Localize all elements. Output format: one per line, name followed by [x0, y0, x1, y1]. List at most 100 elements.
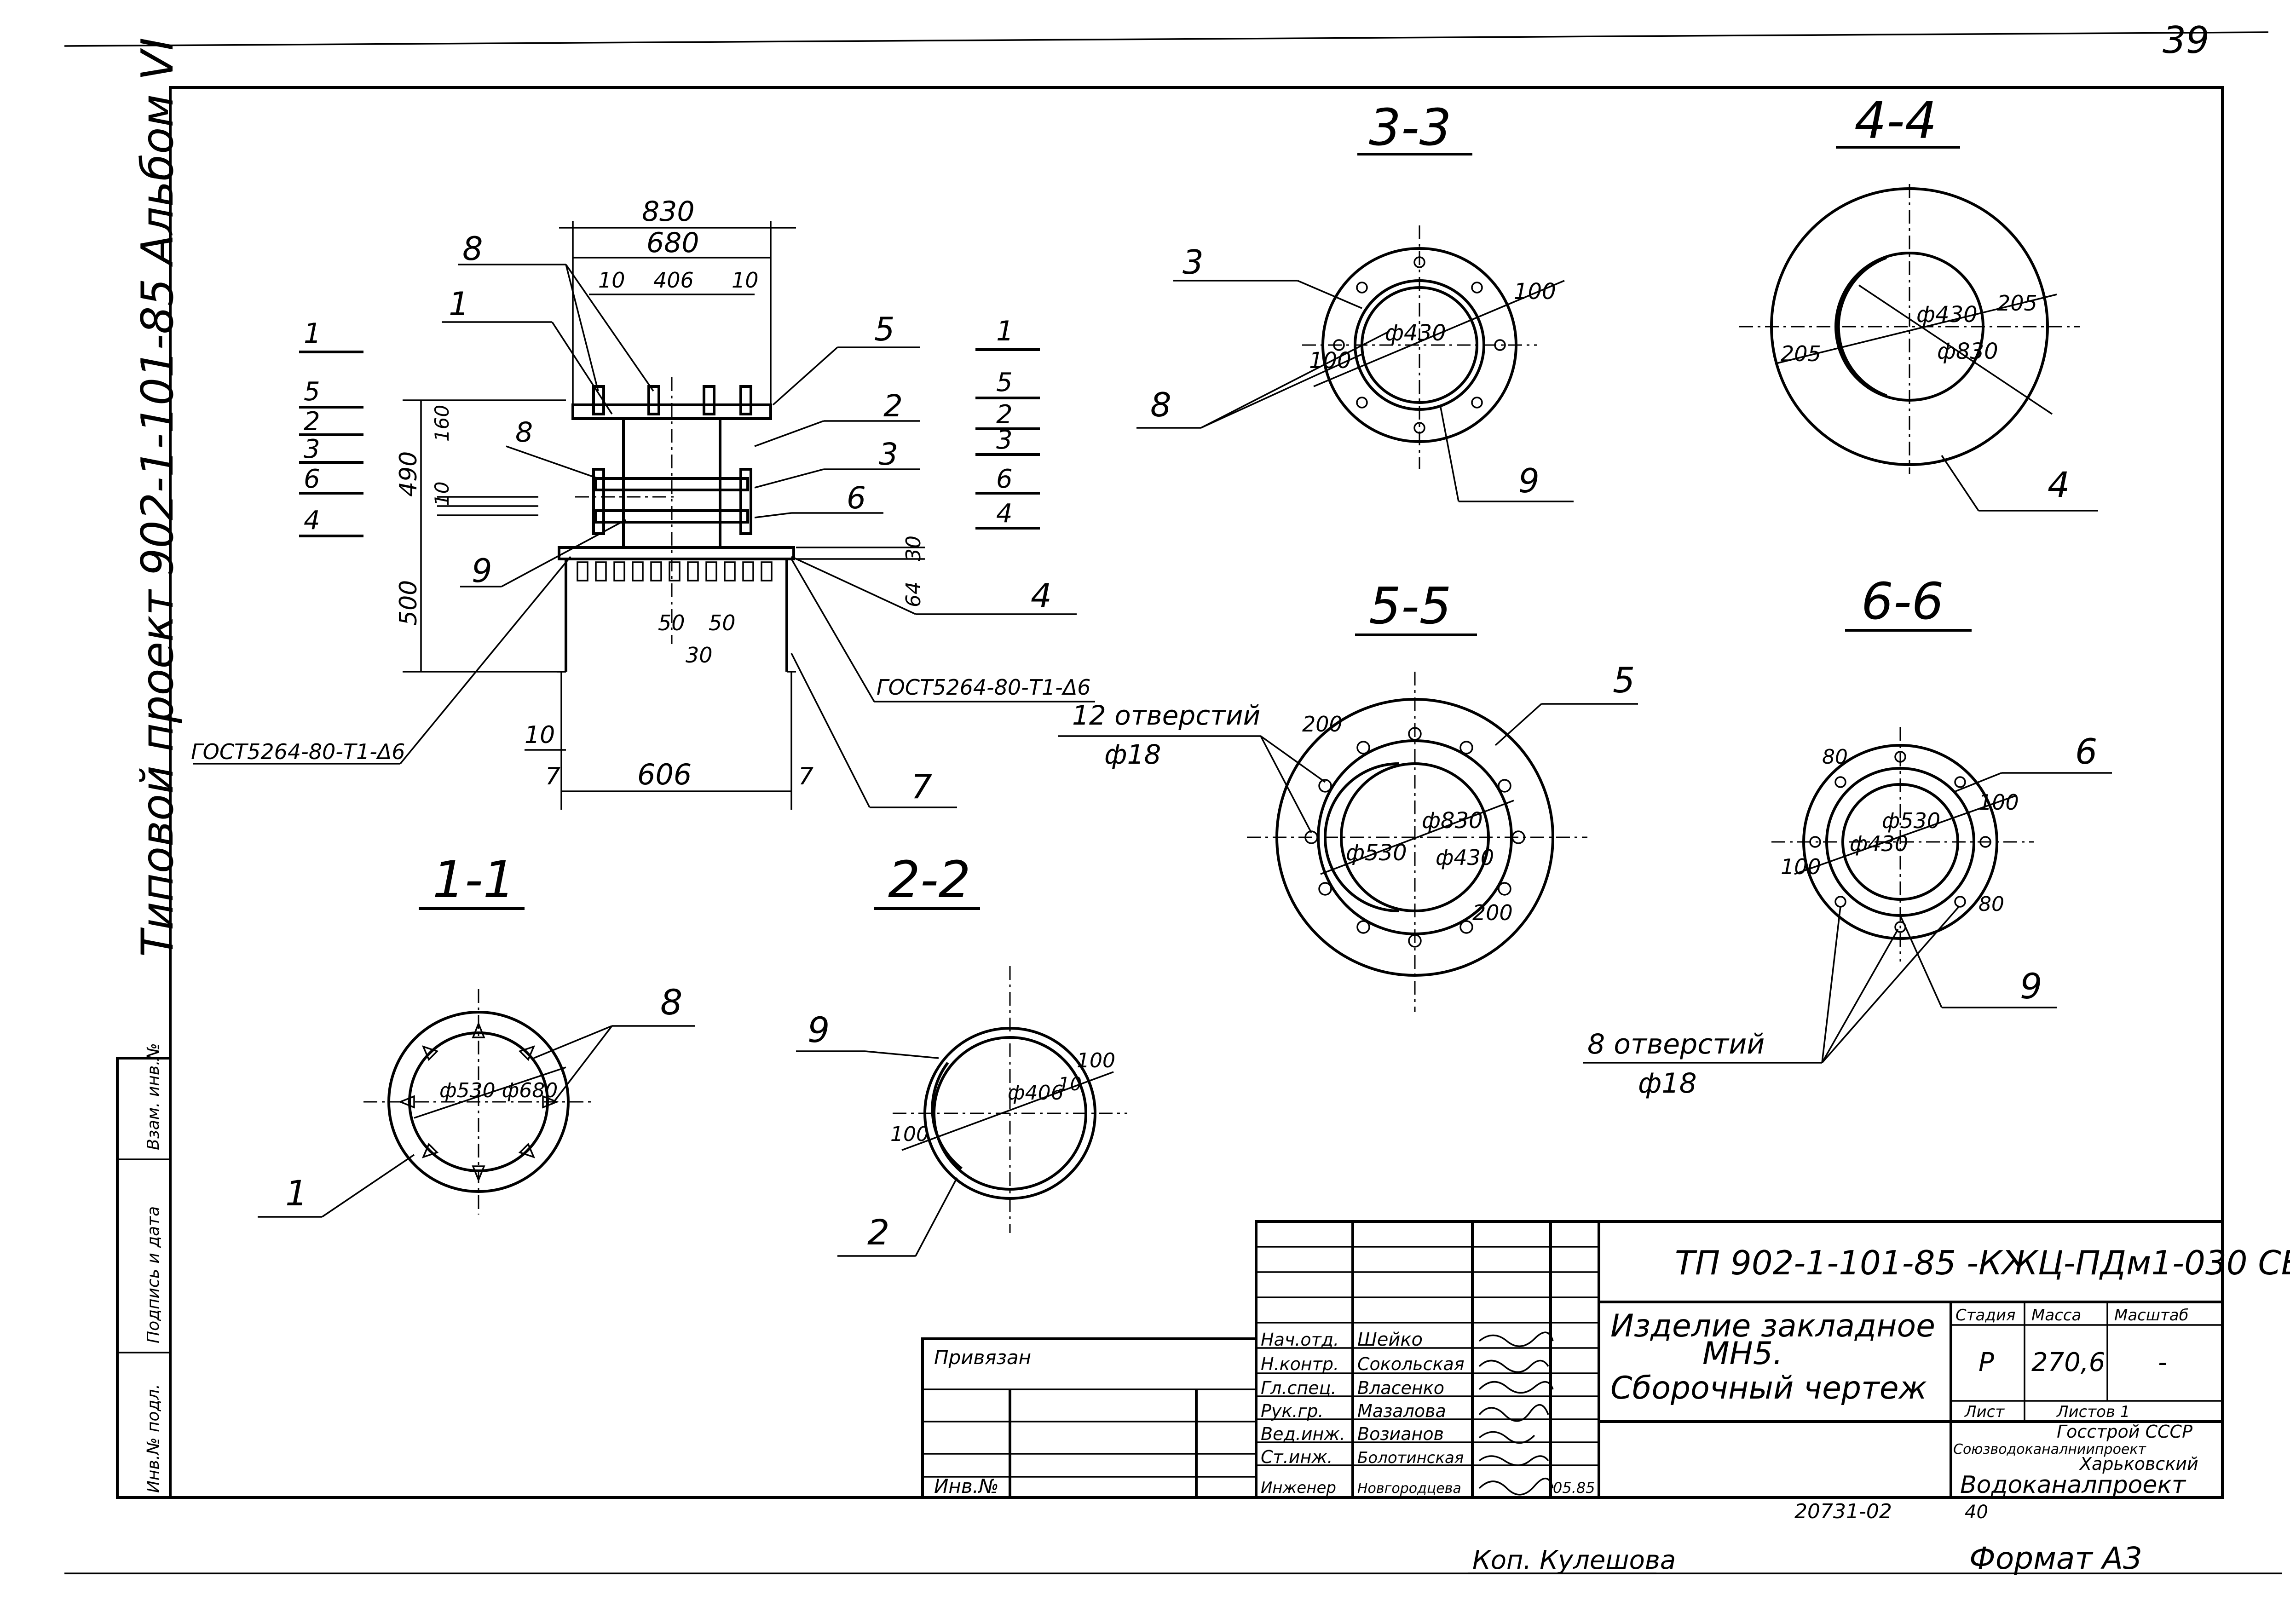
svg-text:Инженер: Инженер: [1261, 1479, 1336, 1497]
svg-text:Н.контр.: Н.контр.: [1261, 1354, 1339, 1374]
s66-d80-a: 80: [1822, 745, 1848, 769]
pos-3-main: 3: [879, 437, 898, 472]
svg-text:Шейко: Шейко: [1357, 1329, 1423, 1350]
s66-d100-a: 100: [1979, 790, 2019, 815]
signature: [1478, 1431, 1535, 1444]
s44-d205-b: 205: [1781, 341, 1821, 366]
section-1-1: 1-1 ф530 ф680 8 1: [258, 850, 695, 1218]
s33-pos-3: 3: [1182, 243, 1204, 282]
dim-490: 490: [395, 451, 422, 497]
s66-holes: 8 отверстий: [1587, 1028, 1765, 1060]
dim-64: 64: [902, 582, 925, 607]
svg-text:5: 5: [996, 368, 1013, 397]
section-title-5-5: 5-5: [1369, 576, 1452, 635]
tb-stage: Р: [1979, 1348, 1994, 1377]
section-title-3-3: 3-3: [1369, 98, 1452, 157]
s33-pos-8: 8: [1150, 386, 1171, 424]
tb-mark: МН5.: [1702, 1336, 1783, 1372]
dim-606: 606: [637, 758, 692, 791]
bottom-code-2: 40: [1965, 1502, 1988, 1523]
pos-9-main: 9: [472, 552, 492, 590]
svg-text:Гл.спец.: Гл.спец.: [1261, 1378, 1337, 1398]
pos-2-main: 2: [883, 388, 903, 424]
s33-pos-9: 9: [1518, 461, 1540, 500]
dim-30-bottom: 30: [686, 643, 713, 668]
s55-pos-5: 5: [1613, 660, 1635, 701]
section-5-5: 5-5 ф530 ф830 ф430 200 200 5 12 отверсти…: [1058, 576, 1638, 1012]
pos-1-top: 1: [449, 285, 469, 323]
svg-text:3: 3: [304, 434, 320, 464]
s66-d100-b: 100: [1781, 854, 1821, 879]
tb-code: ТП 902-1-101-85 -КЖЦ-ПДм1-030 СБ: [1675, 1244, 2290, 1282]
s66-d430: ф430: [1850, 831, 1908, 856]
tb-attached: Привязан: [934, 1346, 1031, 1369]
tb-mass: 270,6: [2031, 1348, 2105, 1377]
svg-text:Вед.инж.: Вед.инж.: [1261, 1424, 1345, 1444]
svg-text:Рук.гр.: Рук.гр.: [1261, 1401, 1324, 1421]
dim-160: 160: [431, 405, 453, 442]
section-4-4: 4-4 ф430 ф830 205 205 4: [1739, 91, 2098, 512]
strip-cell-repl: Взам. инв.№: [144, 1043, 163, 1150]
s22-d100-b: 100: [890, 1123, 929, 1146]
dim-50-b: 50: [709, 610, 736, 635]
signature: [1478, 1359, 1549, 1373]
tb-product: Изделие закладное: [1610, 1308, 1935, 1344]
tb-org-3: Харьковский: [2079, 1454, 2198, 1474]
svg-text:Мазалова: Мазалова: [1357, 1401, 1446, 1421]
inner-frame: [169, 86, 2224, 1499]
s44-d430: ф430: [1916, 302, 1978, 328]
s44-d205-a: 205: [1997, 291, 2037, 316]
tb-hdr-scale: Масштаб: [2114, 1306, 2189, 1325]
s22-d406: ф406: [1008, 1081, 1064, 1105]
format-label: Формат А3: [1969, 1541, 2142, 1576]
copied-by: Коп. Кулешова: [1472, 1545, 1676, 1575]
s22-pos-9: 9: [808, 1009, 830, 1050]
tb-date: 05.85: [1553, 1479, 1595, 1497]
dim-50-a: 50: [658, 610, 685, 635]
s22-d10: 10: [1058, 1074, 1082, 1095]
dim-500: 500: [395, 580, 422, 626]
s22-d100-a: 100: [1077, 1049, 1115, 1072]
svg-text:6: 6: [304, 464, 320, 494]
tb-org-2: Союзводоканалниипроект: [1953, 1441, 2147, 1457]
tb-sheet: Лист: [1964, 1403, 2005, 1421]
s33-d100-a: 100: [1514, 279, 1556, 305]
signature: [1478, 1455, 1549, 1466]
svg-text:Нач.отд.: Нач.отд.: [1261, 1330, 1339, 1350]
strip-cell-inv: Инв.№ подл.: [144, 1384, 163, 1493]
s44-d830: ф830: [1937, 339, 1998, 364]
tb-doc-type: Сборочный чертеж: [1610, 1370, 1927, 1406]
svg-text:3: 3: [996, 425, 1013, 455]
s66-d530: ф530: [1882, 808, 1940, 833]
tb-org-1: Госстрой СССР: [2057, 1422, 2192, 1442]
pos-8-top: 8: [462, 230, 483, 268]
signature: [1478, 1331, 1554, 1348]
page-number: 39: [2163, 19, 2209, 62]
svg-text:Власенко: Власенко: [1357, 1378, 1444, 1398]
left-strip-title: Типовой проект 902-1-101-85 Альбом VI: [133, 38, 183, 957]
dim-680: 680: [646, 227, 699, 259]
svg-text:1: 1: [996, 315, 1014, 347]
svg-text:6: 6: [996, 464, 1013, 494]
dim-30-right: 30: [902, 536, 925, 561]
tb-scale: -: [2158, 1348, 2167, 1377]
section-title-4-4: 4-4: [1854, 91, 1937, 150]
s66-pos-9: 9: [2020, 966, 2042, 1007]
svg-text:2: 2: [304, 407, 320, 437]
s11-pos-8: 8: [660, 982, 682, 1023]
tb-org-4: Водоканалпроект: [1960, 1471, 2186, 1499]
strip-cell-sign: Подпись и дата: [144, 1206, 163, 1343]
section-title-2-2: 2-2: [888, 850, 971, 909]
outer-top-line: [64, 31, 2269, 47]
section-title-6-6: 6-6: [1861, 572, 1944, 631]
tb-inv: Инв.№: [934, 1475, 999, 1497]
s44-pos-4: 4: [2048, 464, 2070, 505]
section-6-6: 6-6 ф430 ф530 100 100 80 80 6 9 8 отверс…: [1583, 572, 2112, 1100]
title-block: Привязан Инв.№ ТП 902-1-101-85 -КЖЦ-ПДм1…: [921, 1220, 2290, 1499]
svg-text:Возианов: Возианов: [1357, 1424, 1444, 1444]
section-title-1-1: 1-1: [433, 850, 515, 909]
cut-marks-left: 1 5 2 3 6 4: [299, 317, 363, 537]
dim-10x: 10: [431, 482, 453, 506]
dim-830: 830: [642, 196, 695, 228]
